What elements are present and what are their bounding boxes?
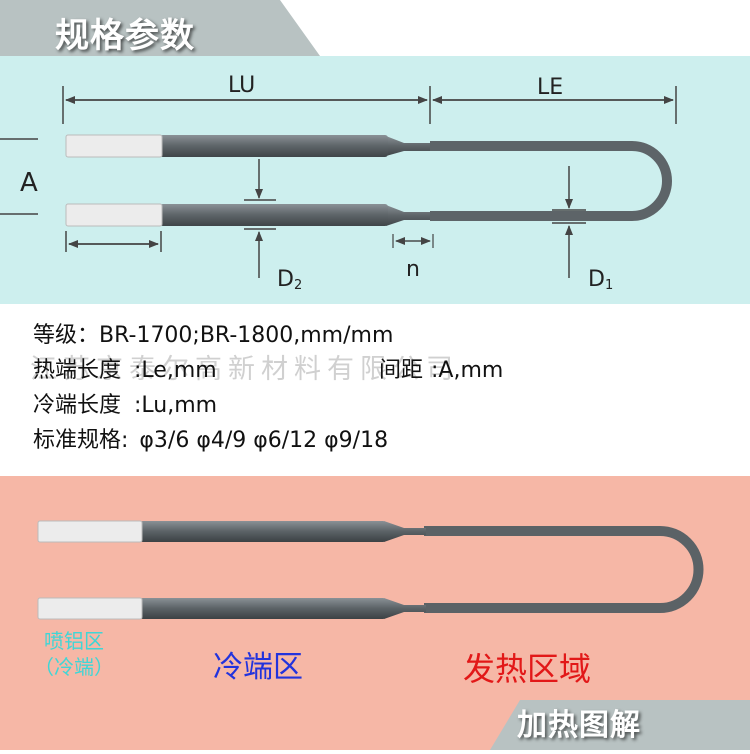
dim-d1-label: D1 <box>588 267 613 293</box>
cap-length-dimension <box>65 231 162 252</box>
spec-standard-row: 标准规格: φ3/6 φ4/9 φ6/12 φ9/18 <box>33 423 733 458</box>
footer-title: 加热图解 <box>517 708 641 743</box>
spec-spacing-value: :A,mm <box>431 358 504 383</box>
company-watermark: 江苏京泰尔高新材料有限公司 <box>30 354 459 385</box>
cold-zone-label: 冷端区 <box>213 650 303 685</box>
lu-le-dimension: LU LE <box>62 73 677 124</box>
dimension-diagram-panel: LU LE A <box>0 56 750 304</box>
footer-tab-shape <box>490 700 750 750</box>
spec-standard-label: 标准规格: <box>33 428 129 453</box>
spec-hot-length-value: :Le,mm <box>134 358 217 383</box>
spray-zone-line1: 喷铝区 <box>44 629 104 653</box>
spec-cold-length-row: 冷端长度 :Lu,mm <box>33 388 733 423</box>
n-dimension: n <box>392 234 434 282</box>
photo-cap-top <box>37 520 143 543</box>
spec-grade-row: 等级：BR-1700;BR-1800,mm/mm <box>33 318 733 353</box>
dimension-diagram: LU LE A <box>0 73 677 293</box>
cap-top <box>65 134 163 158</box>
u-heating-element <box>65 134 672 227</box>
dim-lu-label: LU <box>228 73 255 98</box>
spec-grade-label: 等级： <box>33 323 100 348</box>
photo-cap-bottom <box>37 597 143 620</box>
spec-spacing-label: 间距 <box>379 358 424 383</box>
zone-illustration <box>37 520 704 620</box>
d2-dimension: D2 <box>244 159 302 293</box>
a-dimension: A <box>0 138 38 215</box>
spec-hot-length-label: 热端长度 <box>33 358 122 383</box>
hot-zone-label: 发热区域 <box>463 650 592 688</box>
spray-zone-label: 喷铝区 （冷端） <box>34 628 114 680</box>
spec-hot-length-row: 热端长度 :Le,mm 间距 :A,mm <box>33 353 733 388</box>
u-heating-element-photo <box>37 520 704 620</box>
dim-d2-label: D2 <box>277 267 302 293</box>
spec-grade-value: BR-1700;BR-1800,mm/mm <box>99 323 394 348</box>
spec-standard-value: φ3/6 φ4/9 φ6/12 φ9/18 <box>139 428 389 453</box>
spec-block: 等级：BR-1700;BR-1800,mm/mm 热端长度 :Le,mm 间距 … <box>33 318 733 458</box>
dim-a-label: A <box>20 168 38 198</box>
d1-dimension: D1 <box>552 166 613 293</box>
spray-zone-line2: （冷端） <box>34 655 114 679</box>
cap-bottom <box>65 203 163 227</box>
dim-n-label: n <box>406 257 420 282</box>
spec-cold-length-value: :Lu,mm <box>134 393 218 418</box>
page-title: 规格参数 <box>55 16 195 56</box>
dim-le-label: LE <box>537 75 563 100</box>
spec-cold-length-label: 冷端长度 <box>33 393 122 418</box>
header-tab-shape <box>0 0 320 56</box>
